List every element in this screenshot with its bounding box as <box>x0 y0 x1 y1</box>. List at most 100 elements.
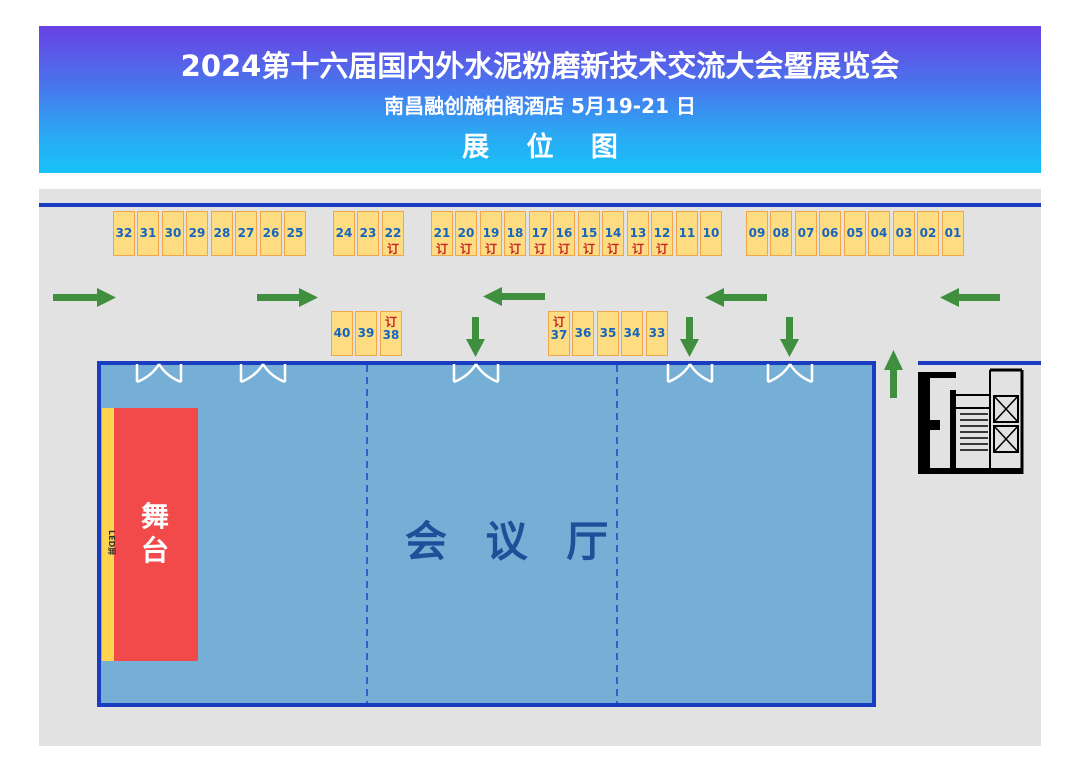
booth-07: 07 <box>795 211 817 256</box>
booth-23: 23 <box>357 211 379 256</box>
arrow-down-icon <box>780 317 799 357</box>
booth-05: 05 <box>844 211 866 256</box>
booth-number: 08 <box>772 226 790 240</box>
booth-39: 39 <box>355 311 377 356</box>
booth-number: 40 <box>333 326 351 340</box>
flow-arrows <box>53 287 1000 398</box>
booth-13: 13 订 <box>627 211 649 256</box>
booth-12: 12 订 <box>651 211 673 256</box>
booth-number: 02 <box>919 226 937 240</box>
booth-22: 22 订 <box>382 211 404 256</box>
conference-hall <box>97 361 876 707</box>
arrow-left-icon <box>483 287 545 306</box>
arrow-right-icon <box>53 288 116 307</box>
booth-29: 29 <box>186 211 208 256</box>
booth-31: 31 <box>137 211 159 256</box>
arrow-left-icon <box>940 288 1000 307</box>
booth-26: 26 <box>260 211 282 256</box>
booth-number: 30 <box>164 226 182 240</box>
booth-19: 19 订 <box>480 211 502 256</box>
hall-label: 会 议 厅 <box>405 517 621 566</box>
door-icon <box>452 363 500 384</box>
booth-number: 36 <box>574 326 592 340</box>
booked-mark: 订 <box>606 242 619 256</box>
booth-number: 16 <box>555 226 573 240</box>
booth-number: 37 <box>550 328 568 342</box>
booked-mark: 订 <box>552 315 565 329</box>
booth-02: 02 <box>917 211 939 256</box>
booth-number: 33 <box>648 326 666 340</box>
map-title: 展 位 图 <box>462 132 632 163</box>
booked-mark: 订 <box>508 242 521 256</box>
booth-number: 15 <box>580 226 598 240</box>
booth-number: 18 <box>506 226 524 240</box>
booth-24: 24 <box>333 211 355 256</box>
booked-mark: 订 <box>384 315 397 329</box>
event-venue-date: 南昌融创施柏阁酒店 5月19-21 日 <box>384 94 696 118</box>
booth-number: 23 <box>359 226 377 240</box>
booth-number: 38 <box>382 328 400 342</box>
header-banner: 2024第十六届国内外水泥粉磨新技术交流大会暨展览会 南昌融创施柏阁酒店 5月1… <box>39 26 1041 173</box>
booth-35: 35 <box>597 311 619 356</box>
event-title: 2024第十六届国内外水泥粉磨新技术交流大会暨展览会 <box>180 49 900 83</box>
led-screen-label: LED屏 <box>107 530 116 556</box>
booth-32: 32 <box>113 211 135 256</box>
door-icon <box>766 363 814 384</box>
booth-number: 13 <box>629 226 647 240</box>
booth-27: 27 <box>235 211 257 256</box>
booth-03: 03 <box>893 211 915 256</box>
arrow-right-icon <box>257 288 318 307</box>
booth-number: 35 <box>599 326 617 340</box>
booked-mark: 订 <box>631 242 644 256</box>
booth-number: 29 <box>188 226 206 240</box>
booth-number: 04 <box>870 226 888 240</box>
booth-number: 06 <box>821 226 839 240</box>
booth-number: 11 <box>678 226 696 240</box>
booth-number: 25 <box>286 226 304 240</box>
booth-number: 26 <box>262 226 280 240</box>
door-icon <box>135 363 183 384</box>
arrow-up-icon <box>884 350 903 398</box>
booth-number: 31 <box>139 226 157 240</box>
booth-04: 04 <box>868 211 890 256</box>
booth-25: 25 <box>284 211 306 256</box>
booth-number: 20 <box>457 226 475 240</box>
arrow-down-icon <box>680 317 699 357</box>
booked-mark: 订 <box>655 242 668 256</box>
arrow-down-icon <box>466 317 485 357</box>
elevator-icon <box>993 395 1019 423</box>
booth-09: 09 <box>746 211 768 256</box>
booth-number: 19 <box>482 226 500 240</box>
booked-mark: 订 <box>484 242 497 256</box>
booth-number: 10 <box>702 226 720 240</box>
stairwell-elevator-block <box>918 368 1024 474</box>
booth-number: 34 <box>623 326 641 340</box>
stage-label: 舞台 <box>140 500 169 567</box>
booth-34: 34 <box>621 311 643 356</box>
booth-number: 21 <box>433 226 451 240</box>
led-screen <box>102 408 114 661</box>
booth-number: 39 <box>357 326 375 340</box>
booth-08: 08 <box>770 211 792 256</box>
booked-mark: 订 <box>386 242 399 256</box>
door-icon <box>666 363 714 384</box>
booked-mark: 订 <box>557 242 570 256</box>
booth-36: 36 <box>572 311 594 356</box>
booth-number: 01 <box>944 226 962 240</box>
door-icon <box>239 363 287 384</box>
booth-18: 18 订 <box>504 211 526 256</box>
booth-01: 01 <box>942 211 964 256</box>
booth-number: 12 <box>653 226 671 240</box>
stage <box>114 408 198 661</box>
booth-number: 24 <box>335 226 353 240</box>
booth-number: 09 <box>748 226 766 240</box>
booth-number: 28 <box>213 226 231 240</box>
booth-number: 14 <box>604 226 622 240</box>
booth-number: 22 <box>384 226 402 240</box>
elevator-icon <box>993 425 1019 453</box>
